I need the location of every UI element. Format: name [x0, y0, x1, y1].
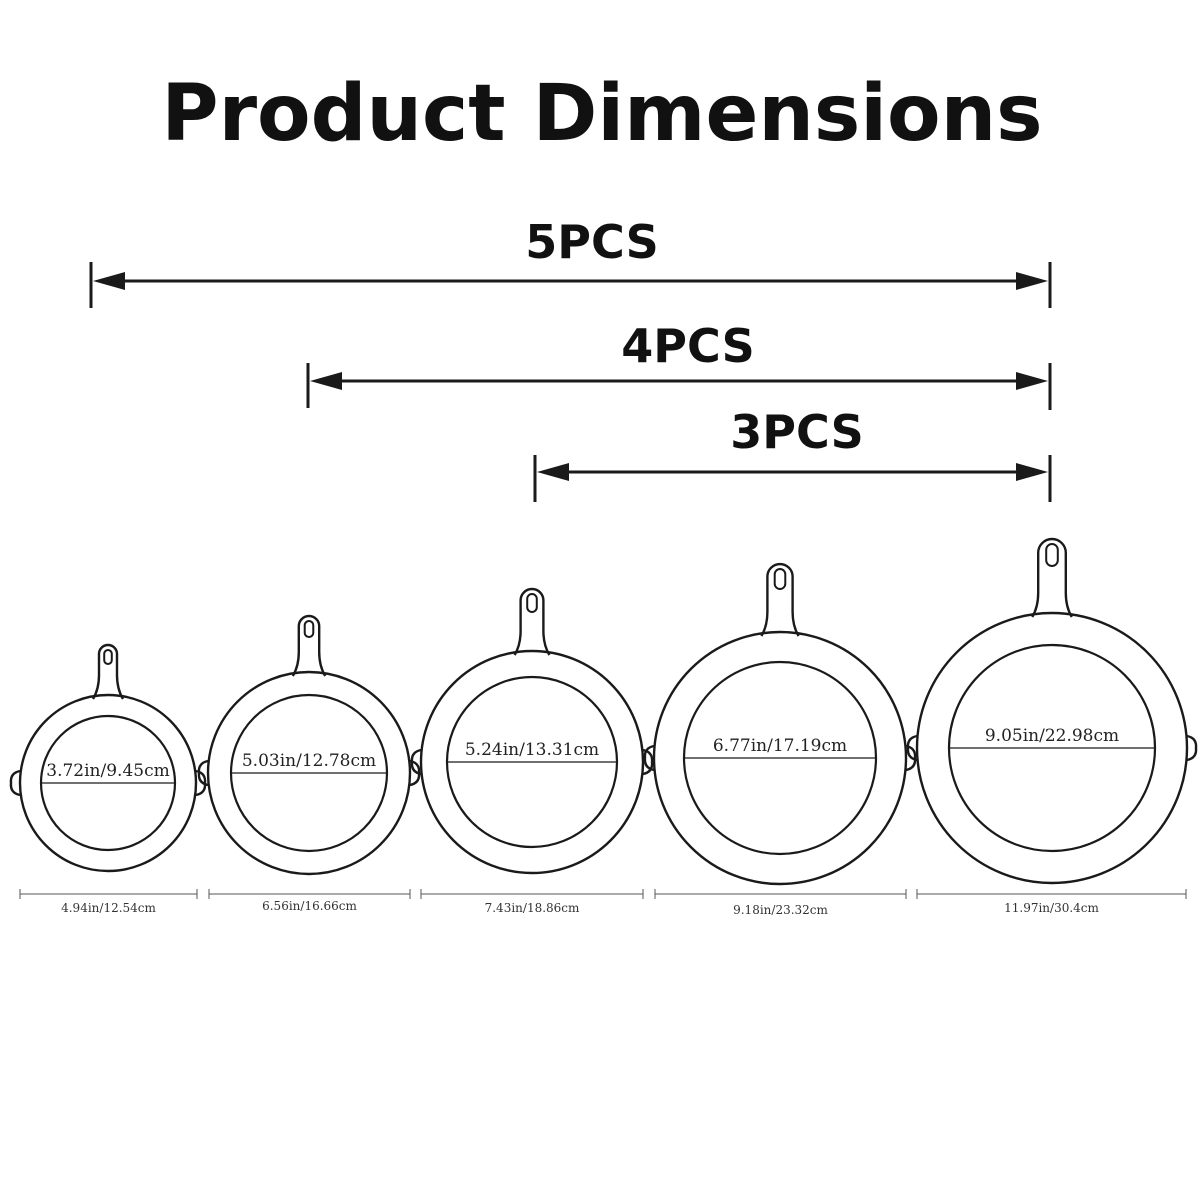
pan-handle: [760, 562, 800, 637]
pan-handle: [91, 643, 125, 700]
pan-handle: [1031, 537, 1073, 618]
pan-lug-left: [9, 769, 21, 797]
outer-diameter-label: 4.94in/12.54cm: [61, 901, 156, 915]
set-arrow: 5PCS: [89, 215, 1052, 308]
set-arrow: 4PCS: [306, 319, 1052, 410]
pan-handle: [291, 614, 327, 677]
set-arrow: 3PCS: [533, 405, 1052, 502]
pan-handle: [513, 587, 551, 656]
inner-diameter-label: 9.05in/22.98cm: [985, 726, 1119, 746]
set-arrow-right-head: [1016, 272, 1048, 290]
set-arrow-right-head: [1016, 463, 1048, 481]
outer-diameter-label: 9.18in/23.32cm: [733, 903, 828, 917]
set-arrow-right-head: [1016, 372, 1048, 390]
handle-hole: [1045, 543, 1059, 567]
pan-lug-left: [643, 744, 655, 772]
outer-diameter-label: 11.97in/30.4cm: [1004, 901, 1099, 915]
pan-lug-right: [642, 748, 654, 776]
handle-hole: [526, 593, 538, 613]
pan-lug-left: [197, 759, 209, 787]
pan-outer-rim: [18, 693, 198, 873]
pan-lug-left: [906, 734, 918, 762]
pan: 5.24in/13.31cm 7.43in/18.86cm: [410, 587, 654, 915]
set-arrow-left-head: [537, 463, 569, 481]
set-label: 3PCS: [730, 405, 863, 459]
outer-diameter-label: 6.56in/16.66cm: [262, 899, 357, 913]
pan-outer-rim: [206, 670, 412, 876]
pan: 3.72in/9.45cm 4.94in/12.54cm: [9, 643, 207, 915]
pan-outer-rim: [652, 630, 908, 886]
pan-lug-right: [1186, 734, 1198, 762]
pan-outer-rim: [915, 611, 1189, 885]
inner-diameter-label: 6.77in/17.19cm: [713, 736, 847, 756]
set-label: 5PCS: [525, 215, 658, 269]
pan: 5.03in/12.78cm 6.56in/16.66cm: [197, 614, 421, 913]
pan-outer-rim: [419, 649, 645, 875]
pan-lug-left: [410, 748, 422, 776]
set-label: 4PCS: [621, 319, 754, 373]
inner-diameter-label: 5.03in/12.78cm: [242, 751, 376, 771]
pan: 9.05in/22.98cm 11.97in/30.4cm: [906, 537, 1198, 915]
pan: 6.77in/17.19cm 9.18in/23.32cm: [643, 562, 917, 917]
handle-hole: [773, 568, 787, 590]
set-arrow-left-head: [93, 272, 125, 290]
set-arrows: 5PCS 4PCS 3PCS: [89, 215, 1052, 502]
inner-diameter-label: 3.72in/9.45cm: [46, 761, 169, 781]
pan-outlines: 3.72in/9.45cm 4.94in/12.54cm 5.03in/12.78c…: [9, 537, 1198, 917]
outer-diameter-label: 7.43in/18.86cm: [485, 901, 580, 915]
page-title: Product Dimensions: [161, 69, 1042, 159]
handle-hole: [303, 620, 315, 638]
inner-diameter-label: 5.24in/13.31cm: [465, 740, 599, 760]
pan-lug-right: [905, 744, 917, 772]
handle-hole: [103, 649, 113, 665]
set-arrow-left-head: [310, 372, 342, 390]
